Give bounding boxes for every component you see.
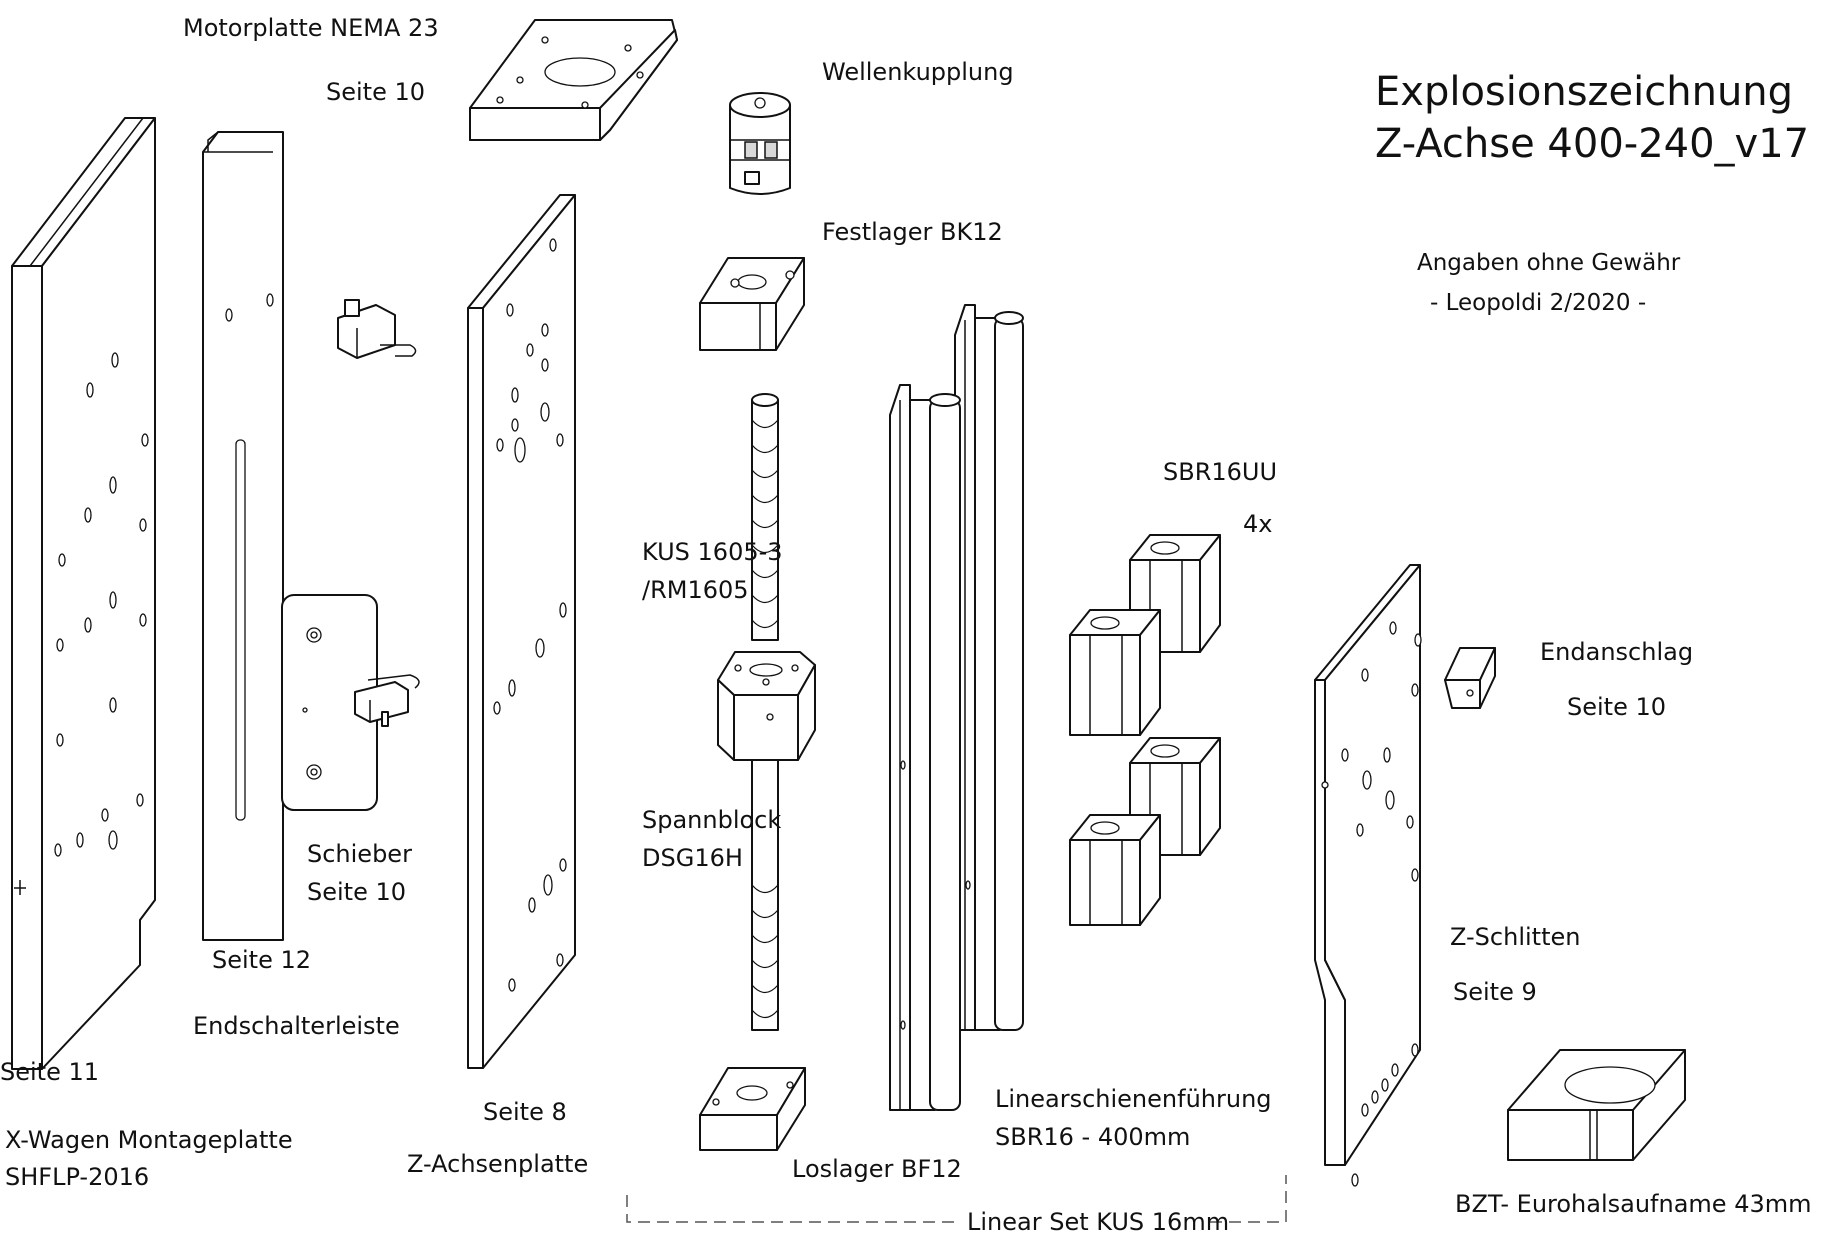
label-z-achsenplatte-seite: Seite 8: [483, 1098, 567, 1126]
label-linearschiene-line-1: Linearschienenführung: [995, 1085, 1272, 1113]
x-wagen-montageplatte: [11, 117, 156, 1070]
title-line-1: Explosionszeichnung: [1375, 69, 1794, 115]
title-line-2: Z-Achse 400-240_v17: [1375, 121, 1810, 167]
linearschiene-vorne: [889, 384, 971, 1111]
disclaimer-line-1: Angaben ohne Gewähr: [1417, 250, 1681, 276]
label-motorplatte-seite: Seite 10: [326, 78, 426, 106]
motorplatte: [469, 19, 678, 141]
endschalterleiste: [202, 131, 284, 941]
label-spannblock-line-2: DSG16H: [642, 844, 743, 872]
loslager-bf12: [699, 1067, 806, 1151]
label-loslager: Loslager BF12: [792, 1155, 962, 1183]
label-x-wagen-line-1: X-Wagen Montageplatte: [5, 1126, 293, 1154]
disclaimer-line-2: - Leopoldi 2/2020 -: [1430, 290, 1647, 316]
schieber: [281, 594, 420, 811]
z-achsenplatte: [467, 194, 576, 1069]
label-linearschiene-line-2: SBR16 - 400mm: [995, 1123, 1191, 1151]
label-schieber-seite: Seite 10: [307, 878, 407, 906]
endschalter-top: [337, 299, 417, 359]
z-schlitten: [1314, 564, 1422, 1187]
label-endanschlag: Endanschlag: [1540, 638, 1694, 666]
label-endschalterleiste-seite: Seite 12: [212, 946, 312, 974]
label-schieber: Schieber: [307, 840, 412, 868]
endanschlag: [1444, 647, 1496, 709]
label-motorplatte: Motorplatte NEMA 23: [183, 14, 439, 42]
kugelumlaufspindel-oben: [751, 393, 779, 641]
sbr16uu-block-1: [1129, 534, 1221, 653]
label-festlager: Festlager BK12: [822, 218, 1003, 246]
label-spannblock-line-1: Spannblock: [642, 806, 782, 834]
kugelumlaufspindel-unten: [751, 759, 779, 1031]
label-kus-line-1: KUS 1605-3: [642, 538, 783, 566]
linearschiene-hinten: [954, 304, 1024, 1031]
label-wellenkupplung: Wellenkupplung: [822, 58, 1014, 86]
label-z-achsenplatte: Z-Achsenplatte: [407, 1150, 589, 1178]
label-endanschlag-seite: Seite 10: [1567, 693, 1667, 721]
label-x-wagen-seite: Seite 11: [0, 1058, 100, 1086]
label-bzt: BZT- Eurohalsaufname 43mm: [1455, 1190, 1812, 1218]
label-sbr16uu: SBR16UU: [1163, 458, 1278, 486]
label-z-schlitten-seite: Seite 9: [1453, 978, 1537, 1006]
spannblock-dsg16h: [717, 651, 816, 761]
label-z-schlitten: Z-Schlitten: [1450, 923, 1581, 951]
label-endschalterleiste: Endschalterleiste: [193, 1012, 400, 1040]
label-linear-set: Linear Set KUS 16mm: [967, 1208, 1230, 1236]
label-x-wagen-line-2: SHFLP-2016: [5, 1163, 150, 1191]
bzt-eurohalsaufnahme: [1507, 1049, 1686, 1161]
label-sbr16uu-count: 4x: [1243, 510, 1273, 538]
sbr16uu-block-2: [1069, 609, 1161, 736]
wellenkupplung: [729, 92, 791, 195]
sbr16uu-block-4: [1069, 814, 1161, 926]
linear-set-bracket-right: [1210, 1175, 1287, 1223]
label-kus-line-2: /RM1605: [642, 576, 749, 604]
linear-set-bracket: [626, 1195, 960, 1223]
festlager-bk12: [699, 257, 805, 351]
